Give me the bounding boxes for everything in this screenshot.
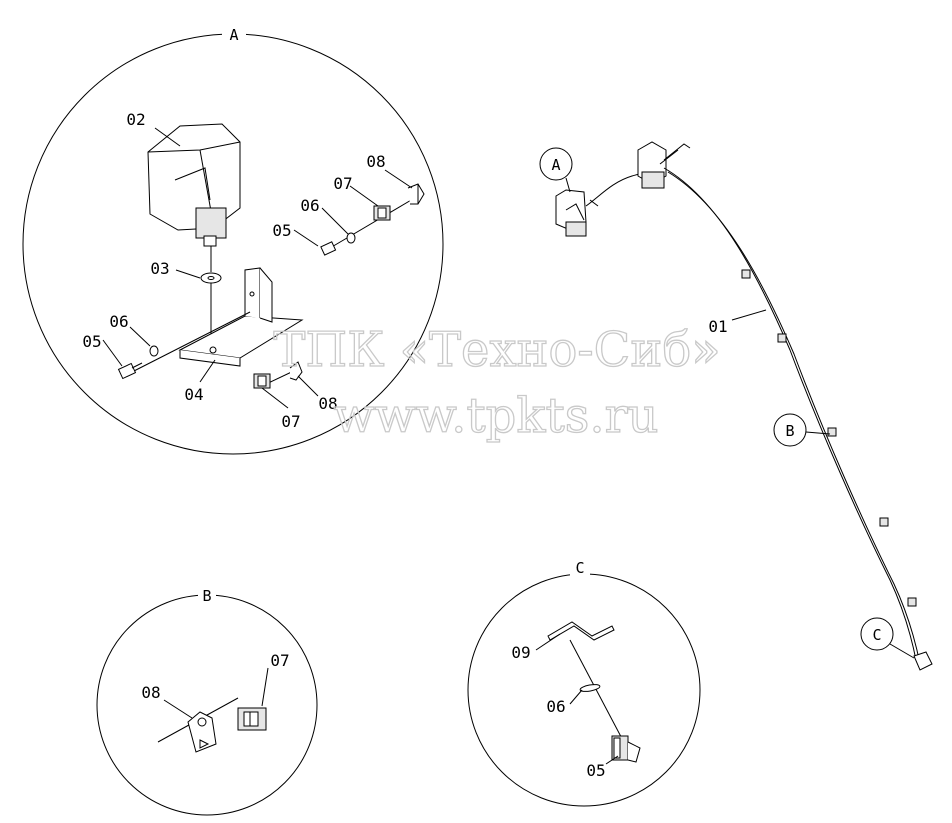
watermark-line-1: ТПК «Техно-Сиб» xyxy=(273,322,720,378)
label-04: 04 xyxy=(184,385,203,404)
watermark-line-2: www.tpkts.ru xyxy=(334,388,659,444)
watermark: ТПК «Техно-Сиб» www.tpkts.ru xyxy=(273,321,722,444)
label-08-lower: 08 xyxy=(318,394,337,413)
detail-a-title: A xyxy=(229,26,238,44)
label-07-lower: 07 xyxy=(281,412,300,431)
detail-b-title: B xyxy=(202,587,211,605)
label-06-upper: 06 xyxy=(300,196,319,215)
harness-clip xyxy=(827,427,837,437)
label-01: 01 xyxy=(708,317,727,336)
label-03: 03 xyxy=(150,259,169,278)
label-06-left: 06 xyxy=(109,312,128,331)
washer-06-left xyxy=(149,345,159,357)
clamp-08-upper xyxy=(407,183,425,205)
detail-view-a: A xyxy=(22,25,444,455)
harness-clip xyxy=(879,517,889,527)
svg-text:C: C xyxy=(872,626,881,644)
label-05-upper: 05 xyxy=(272,221,291,240)
label-b-07: 07 xyxy=(270,651,289,670)
bracket-09 xyxy=(547,621,615,641)
harness-clip xyxy=(777,333,787,343)
callout-a xyxy=(539,147,573,181)
lamp-small-main xyxy=(637,141,691,189)
lamp-small-a xyxy=(555,189,587,237)
work-lamp xyxy=(147,123,241,247)
clip-nut-07-upper xyxy=(373,205,391,221)
detail-view-b: B 08 07 xyxy=(96,586,318,816)
callout-b xyxy=(773,413,807,447)
callout-c xyxy=(860,617,894,651)
washer-03 xyxy=(200,272,222,284)
detail-view-c: C 09 06 05 xyxy=(467,558,701,807)
svg-text:A: A xyxy=(551,156,560,174)
label-c-05: 05 xyxy=(586,761,605,780)
clip-nut-07-b xyxy=(237,707,267,731)
svg-text:B: B xyxy=(785,422,794,440)
detail-b-circle xyxy=(96,594,318,816)
label-c-09: 09 xyxy=(511,643,530,662)
label-02: 02 xyxy=(126,110,145,129)
bolt-05-upper xyxy=(320,241,337,256)
label-07-upper: 07 xyxy=(333,174,352,193)
washer-06-upper xyxy=(346,232,356,244)
washer-06-c xyxy=(579,684,601,692)
clamp-08-lower xyxy=(289,361,303,381)
label-b-08: 08 xyxy=(141,683,160,702)
harness-clip xyxy=(741,269,751,279)
clip-nut-07-lower xyxy=(253,373,271,389)
harness-end-terminal xyxy=(913,651,933,671)
bolt-05-left xyxy=(117,362,143,380)
harness-clip xyxy=(907,597,917,607)
mounting-bracket xyxy=(178,267,304,367)
clamp-08-b xyxy=(187,711,217,753)
label-05-left: 05 xyxy=(82,332,101,351)
label-08-upper: 08 xyxy=(366,152,385,171)
label-c-06: 06 xyxy=(546,697,565,716)
bolt-05-c xyxy=(611,735,641,763)
main-assembly: A B C 01 xyxy=(539,141,933,671)
detail-c-title: C xyxy=(575,559,584,577)
